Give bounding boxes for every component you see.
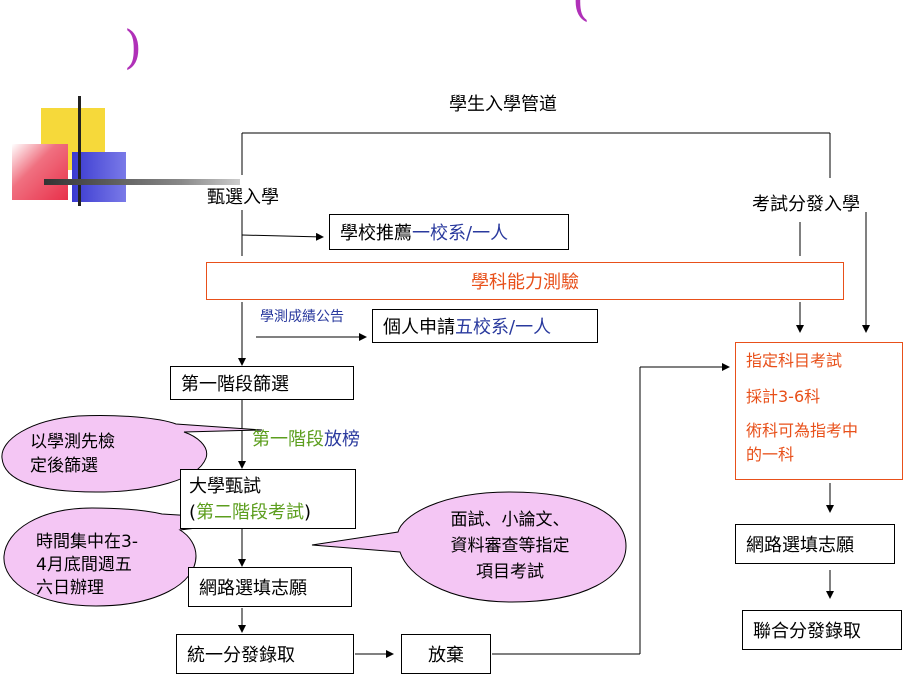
title-paren-close: ) bbox=[124, 20, 142, 74]
university-exam-subtitle: (第二階段考試) bbox=[189, 502, 312, 523]
online-fill-left-box: 網路選填志願 bbox=[188, 567, 352, 607]
stage1-release-prefix: 第一階段 bbox=[252, 429, 324, 450]
title-paren-open: ( bbox=[572, 0, 590, 26]
callout-screening-note: 以學測先檢 定後篩選 bbox=[30, 432, 115, 476]
ability-test-label: 學科能力測驗 bbox=[471, 272, 579, 293]
joint-admit-box: 聯合分發錄取 bbox=[742, 610, 902, 650]
school-recommend-quota: 一校系/一人 bbox=[412, 223, 509, 244]
give-up-box: 放棄 bbox=[401, 634, 491, 674]
unified-admit-label: 統一分發錄取 bbox=[187, 645, 295, 666]
branch-exam-label: 考試分發入學 bbox=[752, 194, 860, 215]
score-announce-label: 學測成績公告 bbox=[260, 309, 344, 325]
callout-exam-items-note: 面試、小論文、 資料審查等指定 項目考試 bbox=[450, 510, 570, 582]
designated-exam-subjects: 採計3-6科 bbox=[746, 387, 821, 406]
personal-apply-quota: 五校系/一人 bbox=[455, 317, 552, 338]
stage1-screen-label: 第一階段篩選 bbox=[181, 374, 289, 395]
stage2-exam-label: 第二階段考試 bbox=[196, 502, 305, 523]
designated-exam-title: 指定科目考試 bbox=[746, 351, 843, 370]
university-exam-box: 大學甄試 (第二階段考試) bbox=[180, 469, 356, 529]
online-fill-right-label: 網路選填志願 bbox=[746, 535, 854, 556]
online-fill-right-box: 網路選填志願 bbox=[735, 524, 895, 564]
joint-admit-label: 聯合分發錄取 bbox=[753, 621, 861, 642]
designated-exam-note-1: 術科可為指考中 bbox=[746, 421, 859, 440]
university-exam-title: 大學甄試 bbox=[189, 476, 261, 497]
ability-test-box: 學科能力測驗 bbox=[206, 262, 844, 300]
personal-apply-label: 個人申請 bbox=[383, 317, 455, 338]
school-recommend-box: 學校推薦一校系/一人 bbox=[329, 214, 569, 250]
callout-schedule-note: 時間集中在3- 4月底間週五 六日辦理 bbox=[36, 532, 138, 598]
personal-apply-box: 個人申請五校系/一人 bbox=[372, 309, 598, 343]
designated-exam-box: 指定科目考試 採計3-6科 術科可為指考中 的一科 bbox=[735, 342, 903, 480]
flow-header: 學生入學管道 bbox=[449, 94, 557, 115]
stage1-release-label: 第一階段放榜 bbox=[252, 425, 360, 451]
callout-balloons bbox=[1, 414, 627, 607]
give-up-label: 放棄 bbox=[428, 645, 464, 666]
school-recommend-label: 學校推薦 bbox=[340, 223, 412, 244]
branch-selection-label: 甄選入學 bbox=[207, 187, 279, 208]
unified-admit-box: 統一分發錄取 bbox=[176, 634, 354, 674]
stage1-screen-box: 第一階段篩選 bbox=[170, 366, 354, 400]
designated-exam-note-2: 的一科 bbox=[746, 445, 795, 464]
stage1-release-suffix: 放榜 bbox=[324, 429, 360, 450]
online-fill-left-label: 網路選填志願 bbox=[199, 578, 307, 599]
